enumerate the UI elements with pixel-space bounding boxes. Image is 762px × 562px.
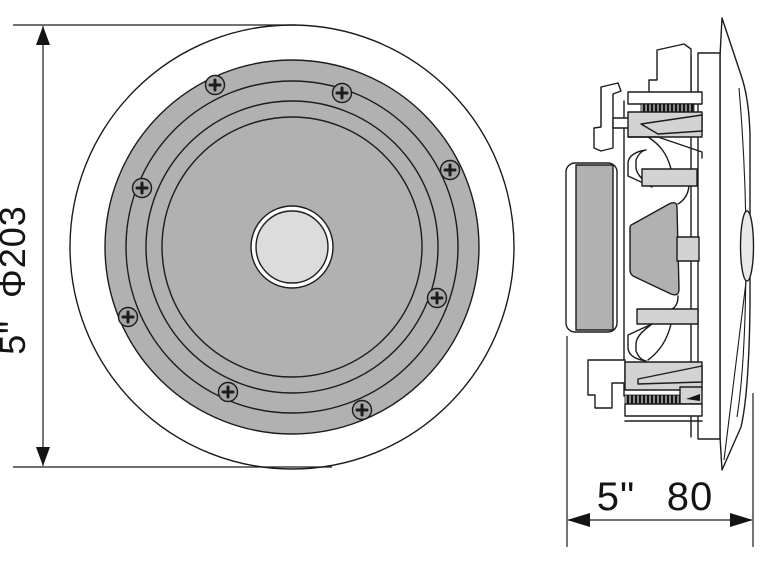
top-clamp-step: [627, 136, 703, 159]
top-clamp-rail: [627, 91, 703, 105]
diameter-dimension: 5" Φ203: [0, 24, 332, 468]
screws: [117, 74, 461, 421]
top-clamp-wedge: [640, 114, 703, 135]
cone-surround-circle: [125, 80, 459, 414]
bottom-clamp-wedge: [637, 365, 703, 385]
screw-icon: [117, 306, 139, 328]
screw-icon: [351, 399, 373, 421]
depth-label-mm: 80: [667, 475, 714, 519]
bottom-thread-tip: [686, 394, 700, 401]
dimension-arrow-up: [36, 26, 50, 45]
dust-cap: [255, 210, 329, 284]
basket-curve-top: [647, 136, 672, 170]
screw-icon: [331, 82, 353, 104]
frame-gusset-bottom: [636, 308, 699, 325]
dimension-arrow-right: [730, 513, 753, 527]
bottom-clamp-assembly: [587, 295, 703, 422]
basket-curve-bottom-2: [671, 295, 679, 310]
magnet-core: [575, 164, 614, 331]
diameter-label: 5" Φ203: [0, 205, 33, 355]
cone-contour-circle: [161, 116, 423, 378]
depth-dimension: 5" 80: [566, 336, 754, 547]
top-clamp-bracket: [593, 82, 622, 152]
top-clamp-assembly: [593, 43, 703, 205]
spring-clip-top: [627, 149, 653, 188]
basket-curve-top-2: [677, 185, 690, 205]
screw-icon: [217, 381, 239, 403]
dimension-arrow-left: [567, 513, 590, 527]
dimension-arrow-down: [36, 447, 50, 466]
voice-coil-stub: [676, 236, 700, 262]
bottom-clamp-plate: [624, 403, 703, 417]
side-view: [565, 17, 755, 471]
dome-profile: [739, 210, 755, 282]
screw-icon: [426, 287, 448, 309]
bottom-screw-thread: [624, 394, 689, 405]
screw-icon: [131, 177, 153, 199]
frame-gusset-top: [641, 168, 698, 187]
cone-edge-circle: [145, 100, 439, 394]
screw-icon: [204, 74, 226, 96]
spring-clip-bottom: [627, 323, 653, 362]
depth-label-inch: 5": [597, 475, 635, 519]
front-view: [69, 24, 515, 470]
screw-icon: [439, 159, 461, 181]
bottom-clamp-dog: [587, 359, 626, 409]
top-screw-thread: [640, 103, 695, 113]
speaker-cone-profile: [629, 201, 680, 296]
bezel-inner-edge-line: [723, 281, 747, 461]
basket-curve-bottom: [647, 323, 672, 361]
